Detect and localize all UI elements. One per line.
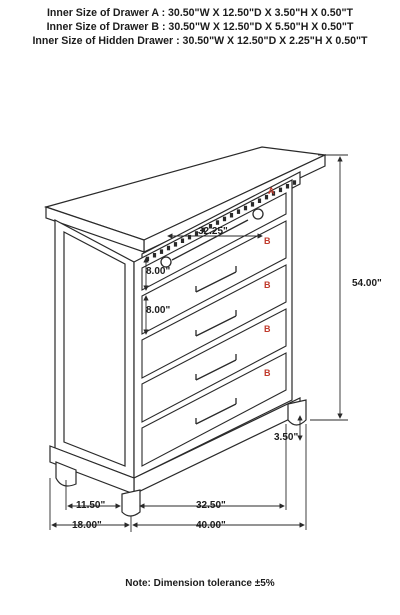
label-overall-width: 40.00" — [196, 520, 226, 531]
dentil-block — [201, 227, 206, 233]
drawer-hardware — [160, 208, 264, 425]
drawers — [141, 192, 287, 467]
marker-drawer-b4: B — [264, 368, 271, 378]
dentil-block — [271, 191, 276, 196]
knob-left-icon — [160, 256, 172, 268]
dentil-block — [229, 213, 234, 218]
dentil-block — [152, 253, 157, 258]
side-panel-inset — [63, 231, 126, 467]
dentil-block — [278, 187, 283, 193]
drawer-b1-front — [141, 220, 287, 335]
marker-drawer-b3: B — [264, 324, 271, 334]
dentil-block — [222, 216, 227, 222]
foot-right — [287, 399, 307, 426]
dentil-block — [292, 180, 297, 185]
dentil-block — [285, 184, 290, 189]
handle-drawer-a — [171, 219, 249, 261]
label-overall-height: 54.00" — [352, 278, 382, 289]
top-slab-side-edge — [45, 206, 145, 253]
dentil-block — [180, 238, 185, 243]
dentil-block — [243, 205, 248, 211]
tolerance-note: Note: Dimension tolerance ±5% — [125, 578, 275, 589]
knob-right-icon — [252, 208, 264, 220]
drawer-b3-front — [141, 308, 287, 423]
handle-drawer-b1 — [195, 266, 237, 293]
drawer-b2-front — [141, 264, 287, 379]
spec-drawer-b: Inner Size of Drawer B : 30.50"W X 12.50… — [46, 21, 354, 33]
drawer-b4-front — [141, 352, 287, 467]
label-drawer-a-height: 8.00" — [146, 266, 170, 277]
drawer-a-front — [141, 192, 287, 291]
marker-drawer-b2: B — [264, 280, 271, 290]
dentil-block — [250, 202, 255, 207]
label-side-depth: 11.50" — [76, 500, 105, 511]
marker-drawer-a: A — [268, 186, 275, 196]
dentil-block — [208, 224, 213, 229]
marker-drawer-b1: B — [264, 236, 271, 246]
label-drawer-b-height: 8.00" — [146, 305, 170, 316]
spec-hidden-drawer: Inner Size of Hidden Drawer : 30.50"W X … — [32, 35, 368, 47]
handle-drawer-b3 — [195, 354, 237, 381]
dentil-block — [257, 198, 262, 203]
dentil-block — [215, 220, 220, 225]
dentil-block — [264, 194, 269, 200]
handle-drawer-b4 — [195, 398, 237, 425]
dentil-block — [159, 249, 164, 254]
label-overall-depth: 18.00" — [72, 520, 102, 531]
side-panel — [54, 219, 135, 479]
dimension-lines — [49, 154, 348, 532]
specification-list: Inner Size of Drawer A : 30.50"W X 12.50… — [0, 6, 400, 48]
label-foot-height: 3.50" — [274, 432, 298, 443]
drawer-markers: A B B B B — [264, 186, 275, 378]
label-front-width: 32.50" — [196, 500, 226, 511]
foot-left — [55, 461, 77, 487]
label-top-width: 32.25" — [198, 226, 228, 237]
handle-drawer-b2 — [195, 310, 237, 337]
dentil-block — [236, 209, 241, 214]
dentil-block — [173, 242, 178, 247]
dimension-labels: 32.25" 8.00" 8.00" 54.00" 3.50" 11.50" 1… — [72, 226, 382, 531]
spec-drawer-a: Inner Size of Drawer A : 30.50"W X 12.50… — [46, 7, 354, 19]
dentil-block — [166, 245, 171, 251]
foot-front — [121, 489, 141, 517]
